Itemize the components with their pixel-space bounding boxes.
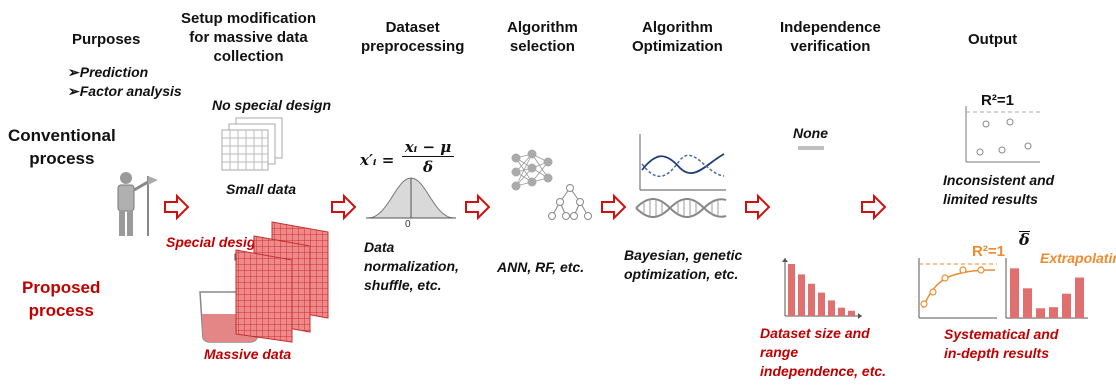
output-proposed-caption-line1: Systematical and — [944, 326, 1059, 342]
bar — [808, 283, 815, 316]
purpose-label: Factor analysis — [79, 83, 182, 99]
purpose-item-prediction: ➢Prediction — [68, 63, 148, 82]
header-preprocessing-line2: preprocessing — [361, 38, 465, 55]
preprocessing-caption-line3: shuffle, etc. — [364, 277, 442, 293]
bar — [788, 264, 795, 316]
no-special-design-label: No special design — [212, 97, 332, 113]
arrow-icon — [331, 193, 357, 221]
output-conventional-caption: Inconsistent and limited results — [943, 171, 1054, 209]
bar — [1062, 293, 1071, 318]
bar — [818, 292, 825, 316]
arrow-icon — [465, 193, 491, 221]
bar — [838, 307, 845, 316]
bar — [1010, 268, 1019, 318]
header-independence: Independence verification — [780, 18, 881, 56]
output-bar-chart — [1005, 258, 1088, 319]
independence-caption-line3: independence, etc. — [760, 363, 887, 379]
presenter-icon — [117, 172, 158, 236]
purpose-label: Prediction — [79, 64, 149, 80]
selection-caption: ANN, RF, etc. — [497, 259, 585, 275]
none-dash — [798, 146, 824, 150]
independence-caption-line2: range — [760, 344, 799, 360]
formula-denominator: δ — [422, 158, 433, 176]
bell-curve-icon — [366, 177, 456, 219]
arrow-icon — [861, 193, 887, 221]
bar — [848, 310, 855, 316]
header-output: Output — [968, 31, 1018, 48]
massive-data-label: Massive data — [204, 346, 292, 362]
bullet-icon: ➢ — [68, 83, 80, 99]
header-setup: Setup modification for massive data coll… — [181, 9, 316, 66]
header-algo-selection-line2: selection — [509, 38, 575, 55]
header-independence-line2: verification — [790, 38, 871, 55]
output-conventional-caption-line2: limited results — [943, 191, 1038, 207]
output-proposed-caption: Systematical and in-depth results — [944, 325, 1058, 363]
row-label-proposed-line1: Proposed — [22, 278, 101, 297]
header-algo-optimization-line2: Optimization — [632, 38, 723, 55]
arrow-icon — [601, 193, 627, 221]
bar — [1023, 288, 1032, 318]
output-conventional-caption-line1: Inconsistent and — [943, 172, 1055, 188]
optimization-caption-line1: Bayesian, genetic — [624, 247, 743, 263]
bar — [828, 300, 835, 316]
header-setup-line3: collection — [213, 48, 284, 65]
special-design-label: Special design — [166, 234, 265, 250]
extrapolating-label: Extrapolating — [1040, 250, 1116, 266]
r2-bottom-text: R²=1 — [972, 243, 1005, 260]
header-algo-optimization-line1: Algorithm — [642, 19, 713, 36]
header-preprocessing-line1: Dataset — [385, 19, 440, 36]
delta-bar-label: δ — [1019, 230, 1030, 249]
axis-zero-label: 0 — [405, 219, 411, 230]
header-independence-line1: Independence — [780, 19, 881, 36]
row-label-conventional-line2: process — [29, 149, 95, 168]
optimization-plot-icon — [635, 134, 727, 218]
header-purposes: Purposes — [72, 31, 141, 48]
bar — [1075, 277, 1084, 318]
row-label-proposed: Proposed process — [22, 276, 100, 322]
preprocessing-caption: Data normalization, shuffle, etc. — [364, 238, 459, 295]
independence-bar-chart — [782, 258, 862, 319]
bar — [798, 274, 805, 316]
r2-bottom-label: R²=1 — [972, 243, 1005, 260]
header-setup-line2: for massive data — [189, 29, 308, 46]
network-tree-icon — [511, 149, 592, 220]
bullet-icon: ➢ — [68, 64, 80, 80]
r2-top-label: R²=1 — [981, 92, 1014, 109]
arrow-icon — [164, 193, 190, 221]
small-data-label: Small data — [226, 181, 297, 197]
small-grid-icon — [221, 117, 283, 171]
preprocessing-caption-line1: Data — [364, 239, 395, 255]
row-label-proposed-line2: process — [28, 301, 94, 320]
header-algo-selection-line1: Algorithm — [507, 19, 578, 36]
header-algo-optimization: Algorithm Optimization — [632, 18, 723, 56]
none-label: None — [793, 125, 828, 141]
formula-lhs: x′ᵢ = — [360, 151, 395, 169]
preprocessing-caption-line2: normalization, — [364, 258, 459, 274]
massive-grid-icon — [235, 221, 329, 343]
output-scatter-plot — [965, 106, 1040, 163]
fit-curve-plot — [918, 258, 997, 319]
purpose-item-factor-analysis: ➢Factor analysis — [68, 82, 182, 101]
independence-caption: Dataset size and range independence, etc… — [760, 324, 886, 381]
optimization-caption-line2: optimization, etc. — [624, 266, 739, 282]
optimization-caption: Bayesian, genetic optimization, etc. — [624, 246, 742, 284]
header-setup-line1: Setup modification — [181, 10, 316, 27]
row-label-conventional: Conventional process — [8, 124, 116, 170]
bar — [1049, 307, 1058, 318]
row-label-conventional-line1: Conventional — [8, 126, 116, 145]
formula-numerator: xᵢ − μ — [402, 138, 454, 157]
independence-caption-line1: Dataset size and — [760, 325, 870, 341]
arrow-icon — [745, 193, 771, 221]
output-proposed-caption-line2: in-depth results — [944, 345, 1050, 361]
header-preprocessing: Dataset preprocessing — [361, 18, 464, 56]
header-algo-selection: Algorithm selection — [507, 18, 578, 56]
bar — [1036, 308, 1045, 318]
